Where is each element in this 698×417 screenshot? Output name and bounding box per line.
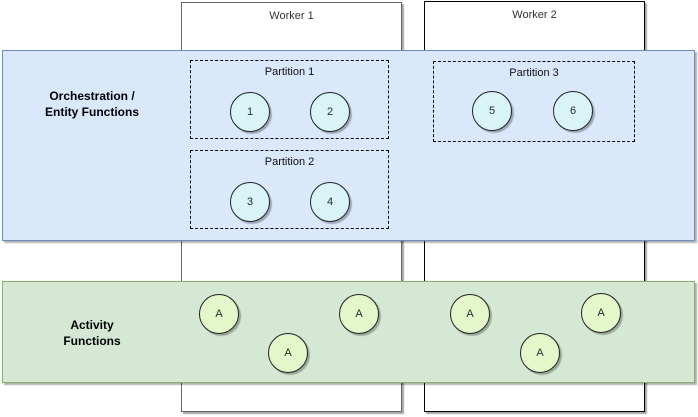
orchestration-node-1: 1 (230, 92, 270, 132)
partition-1-label: Partition 1 (264, 66, 315, 78)
worker-2-label: Worker 2 (512, 9, 557, 21)
orchestration-node-6: 6 (553, 91, 593, 131)
activity-node-4: A (450, 294, 490, 334)
partition-1-box: Partition 1 (190, 60, 389, 139)
activity-node-2: A (268, 333, 308, 373)
orchestration-node-2: 2 (310, 92, 350, 132)
activity-band-label-line2: Functions (63, 334, 121, 348)
orchestration-band-label-line1: Orchestration / (49, 89, 135, 103)
activity-node-1: A (199, 294, 239, 334)
orchestration-node-3: 3 (230, 182, 270, 222)
partition-3-label: Partition 3 (509, 67, 559, 79)
activity-band-label: Activity Functions (2, 317, 182, 349)
orchestration-node-5: 5 (472, 91, 512, 131)
orchestration-node-4: 4 (310, 182, 350, 222)
partition-3-box: Partition 3 (433, 61, 635, 142)
worker-1-label: Worker 1 (269, 10, 314, 22)
orchestration-band-label-line2: Entity Functions (45, 105, 139, 119)
partition-2-box: Partition 2 (190, 150, 389, 229)
activity-node-3: A (339, 294, 379, 334)
activity-node-5: A (520, 333, 560, 373)
orchestration-band-label: Orchestration / Entity Functions (2, 88, 182, 120)
activity-node-6: A (581, 293, 621, 333)
activity-band-label-line1: Activity (70, 318, 114, 332)
partition-2-label: Partition 2 (264, 156, 315, 168)
